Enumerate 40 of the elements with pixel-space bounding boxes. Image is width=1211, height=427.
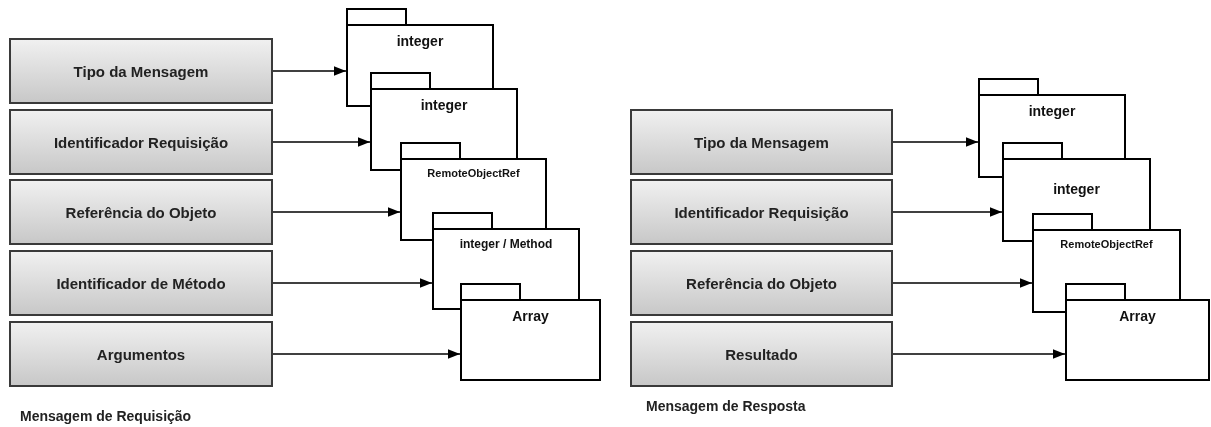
field-label: Tipo da Mensagem	[73, 62, 209, 80]
field-label: Referência do Objeto	[65, 203, 217, 221]
field-box	[9, 109, 273, 175]
arrow	[892, 278, 1033, 288]
field-box	[630, 109, 893, 175]
field-box	[9, 250, 273, 316]
type-label: RemoteObjectRef	[1059, 238, 1154, 250]
folder	[1065, 283, 1210, 381]
field-label: Identificador de Método	[56, 274, 226, 292]
type-label: RemoteObjectRef	[426, 167, 521, 179]
type-label: integer	[395, 33, 445, 49]
arrow	[272, 66, 347, 76]
arrow	[892, 137, 979, 147]
arrow	[272, 207, 401, 217]
field-box	[630, 179, 893, 245]
arrow	[272, 278, 433, 288]
field-box	[9, 38, 273, 104]
type-label: Array	[1118, 308, 1157, 324]
type-label: integer	[419, 97, 469, 113]
field-label: Identificador Requisição	[674, 203, 849, 221]
arrow	[892, 207, 1003, 217]
caption: Mensagem de Requisição	[20, 408, 192, 424]
type-label: integer	[1052, 181, 1101, 197]
field-label: Referência do Objeto	[686, 274, 837, 292]
arrow	[892, 349, 1066, 359]
field-label: Resultado	[725, 345, 798, 363]
arrow	[272, 349, 461, 359]
field-label: Identificador Requisição	[53, 133, 229, 151]
type-label: Array	[511, 308, 550, 324]
field-box	[630, 250, 893, 316]
caption: Mensagem de Resposta	[646, 398, 806, 414]
folder	[460, 283, 601, 381]
field-box	[9, 321, 273, 387]
field-label: Argumentos	[96, 345, 186, 363]
type-label: integer / Method	[458, 237, 554, 251]
type-label: integer	[1027, 103, 1077, 119]
field-box	[630, 321, 893, 387]
arrow	[272, 137, 371, 147]
field-box	[9, 179, 273, 245]
field-label: Tipo da Mensagem	[694, 133, 829, 151]
